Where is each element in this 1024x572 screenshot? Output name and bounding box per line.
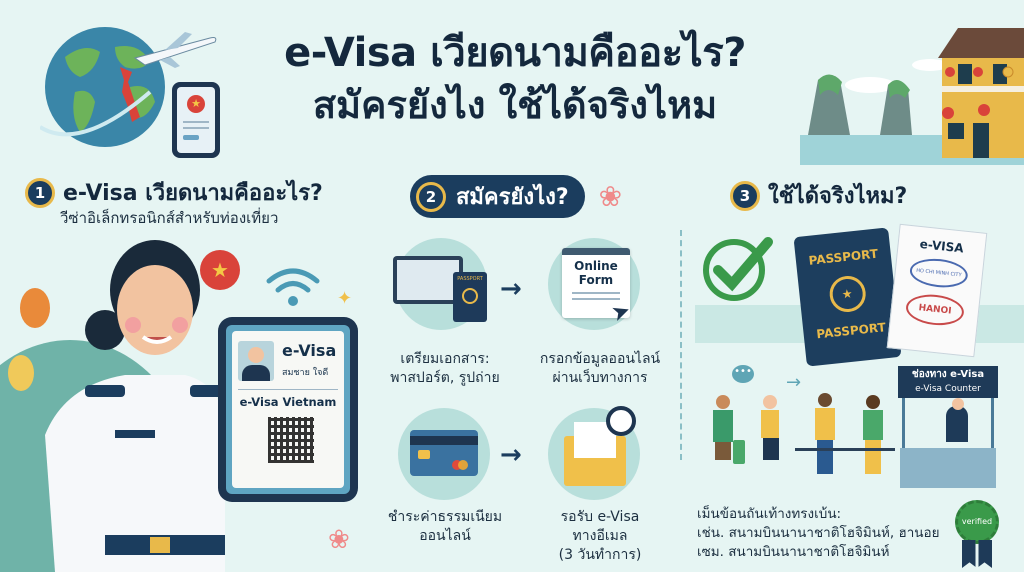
evisa-card: e-Visa สมชาย ใจดี e-Visa Vietnam [232,331,344,488]
section-1-heading: 1 e-Visa เวียดนามคืออะไร? [25,175,323,210]
arrow-icon: → [500,440,522,470]
officer-at-counter [946,406,968,442]
arrow-icon: → [500,274,522,304]
arrow-right-icon: → [786,372,802,393]
title-line-2: สมัครยังไง ใช้ได้จริงไหม [312,83,718,127]
lantern-yellow-icon [8,355,34,391]
section-3-heading: 3 ใช้ได้จริงไหม? [730,178,907,213]
online-form-icon: Online Form [562,248,630,318]
evisa-document: e-VISA HO CHI MINH CITY HANOI [886,223,988,358]
wifi-icon [265,265,321,313]
lotus-icon: ❀ [328,525,350,555]
step-3-label: ชำระค่าธรรมเนียม ออนไลน์ [387,509,503,544]
travelers-queue-illustration [695,390,895,490]
section-2-pill: 2 สมัครยังไง? [410,175,585,218]
section-divider [680,230,682,460]
step-prepare-docs: PASSPORT [393,238,487,330]
lotus-icon: ❀ [598,180,623,213]
evisa-counter-desk [900,398,996,488]
stamp-hanoi: HANOI [904,291,966,328]
section-1-title: e-Visa เวียดนามคืออะไร? [63,181,323,206]
step-number-badge: 3 [730,180,760,211]
hoi-an-house-illustration [938,28,1024,160]
globe-illustration [38,22,170,152]
step-number-badge: 1 [25,177,55,208]
lantern-orange-icon [20,288,50,328]
step-4-label: รอรับ e-Visa ทางอีเมล (3 วันทำการ) [558,509,642,563]
section-2-heading: 2 สมัครยังไง? ❀ [410,175,622,218]
credit-card-icon [410,430,478,476]
verified-badge-icon: verified [955,500,999,544]
step-receive-email [548,406,640,500]
chat-vietnam-flag-icon: ★ [200,250,240,290]
avatar [238,341,274,381]
step-online-form: Online Form ➤ [548,238,640,330]
clock-icon [606,406,636,436]
chat-bubble-icon: ••• [732,365,754,383]
immigration-officer-illustration [25,235,235,572]
step-2-label: กรอกข้อมูลออนไลน์ ผ่านเว็บทางการ [539,351,661,386]
tablet-device: e-Visa สมชาย ใจดี e-Visa Vietnam [218,317,358,502]
title-line-1: e-Visa เวียดนามคืออะไร? [284,30,746,76]
step-number-badge: 2 [416,181,446,212]
sparkle-icon: ✦ [337,288,353,309]
section-1-subtitle: วีซ่าอิเล็กทรอนิกส์สำหรับท่องเที่ยว [60,209,279,227]
card-title: e-Visa [282,341,337,360]
passport-icon: PASSPORT [453,272,487,322]
envelope-icon [564,422,626,486]
phone-vietnam-flag-icon: ★ [172,82,220,158]
airplane-icon [130,30,220,70]
section-3-description: เม็นข้อนถันเท้างทรงเบ้น: เช่น. สนามบินนา… [697,506,940,560]
step-pay-fee [398,408,490,500]
card-footer: e-Visa Vietnam [239,395,337,409]
evisa-counter-sign: ช่องทาง e-Visa e-Visa Counter [898,366,998,398]
passport-illustration: PASSPORT ★ PASSPORT [793,227,902,367]
section-3-title: ใช้ได้จริงไหม? [768,184,908,209]
card-name: สมชาย ใจดี [282,368,329,378]
checkmark-icon [700,232,780,306]
section-2-title: สมัครยังไง? [456,185,569,210]
cursor-icon: ➤ [608,297,635,328]
page-title: e-Visa เวียดนามคืออะไร? สมัครยังไง ใช้ได… [215,28,815,130]
step-1-label: เตรียมเอกสาร: พาสปอร์ต, รูปถ่าย [390,351,500,386]
badge-ribbon [962,540,992,568]
stamp-hcmc: HO CHI MINH CITY [908,256,970,291]
qr-code-icon [268,417,314,463]
computer-icon [393,256,463,304]
